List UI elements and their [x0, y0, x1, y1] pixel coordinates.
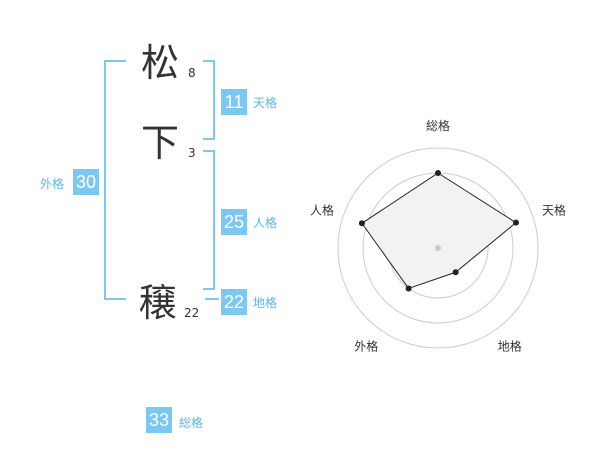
- radar-axis-label-2: 天格: [542, 202, 566, 217]
- jinkaku-value: 25: [221, 209, 247, 235]
- jinkaku-label: 人格: [253, 216, 278, 230]
- jinkaku-bracket: [203, 150, 215, 290]
- chikaku-label: 地格: [253, 296, 278, 310]
- radar-point-1: [435, 170, 441, 176]
- tenkaku-label: 天格: [253, 96, 278, 110]
- name-char-1: 松: [141, 41, 180, 85]
- radar-axis-label-5: 人格: [310, 202, 334, 217]
- radar-axis-label-1: 総格: [426, 118, 450, 133]
- radar-point-5: [358, 220, 365, 227]
- radar-ring-4: [337, 147, 539, 349]
- stroke-count-1: 8: [188, 66, 196, 80]
- radar-series-area: [361, 172, 517, 290]
- gaikaku-label: 外格: [40, 177, 65, 191]
- tenkaku-value: 11: [221, 89, 247, 115]
- gaikaku-value: 30: [73, 169, 99, 195]
- radar-center-dot: [435, 245, 441, 251]
- stroke-count-2: 3: [188, 146, 196, 160]
- name-char-2: 下: [141, 121, 180, 165]
- tenkaku-bracket: [203, 60, 215, 140]
- radar-point-4: [405, 285, 412, 292]
- chikaku-value: 22: [221, 289, 247, 315]
- radar-axis-label-3: 地格: [498, 339, 522, 354]
- stroke-count-3: 22: [184, 306, 200, 320]
- chikaku-connector: [205, 298, 219, 300]
- radar-point-3: [452, 269, 459, 276]
- name-char-3: 穣: [139, 281, 178, 325]
- soukaku-label: 総格: [179, 416, 204, 430]
- gaikaku-bracket: [104, 60, 126, 300]
- soukaku-value: 33: [146, 407, 172, 433]
- radar-axis-label-4: 外格: [354, 339, 378, 354]
- radar-point-2: [512, 219, 519, 226]
